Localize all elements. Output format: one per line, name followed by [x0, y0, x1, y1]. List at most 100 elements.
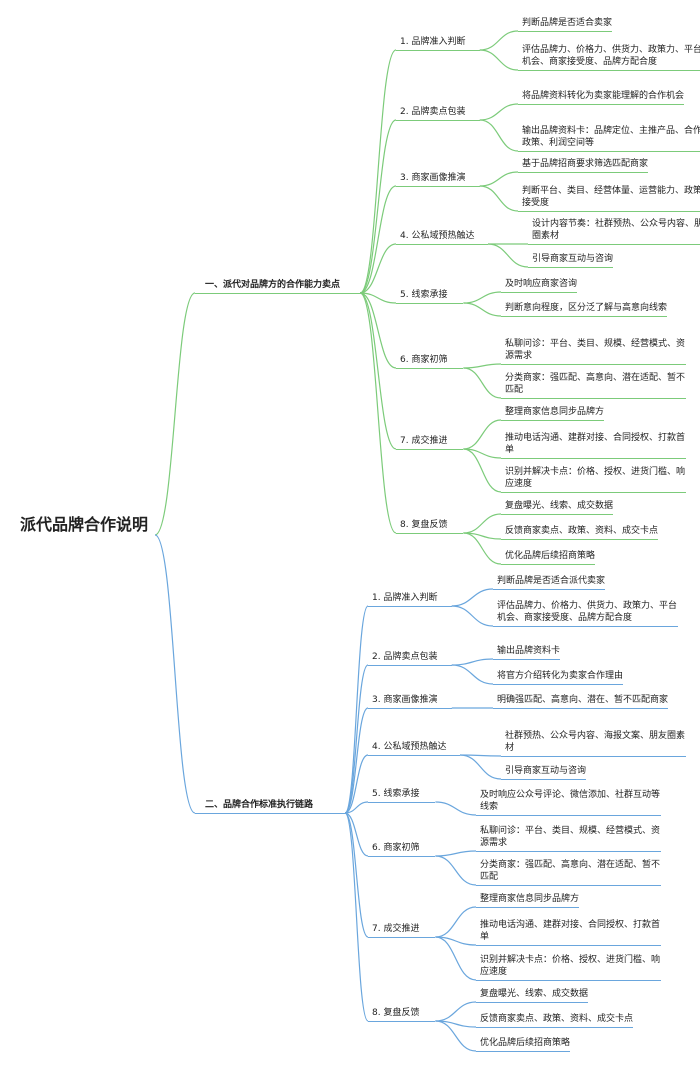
step-2-6-item-2[interactable]: 分类商家：强匹配、高意向、潜在适配、暂不匹配 — [480, 860, 661, 882]
step-2-2-item-2-link — [451, 664, 494, 685]
step-1-8-item-1[interactable]: 复盘曝光、线索、成交数据 — [505, 501, 614, 511]
step-2-3-item-1-underline — [493, 708, 668, 709]
step-2-2-item-1[interactable]: 输出品牌资料卡 — [497, 646, 561, 656]
step-1-4-item-2-underline — [528, 267, 613, 268]
step-2-7-item-2[interactable]: 推动电话沟通、建群对接、合同授权、打款首单 — [480, 920, 661, 942]
step-2-1[interactable]: 1. 品牌准入判断 — [372, 593, 438, 603]
step-1-6-item-2-underline — [501, 398, 686, 399]
step-1-5-item-2[interactable]: 判断意向程度，区分泛了解与高意向线索 — [505, 303, 668, 313]
step-1-8-item-3[interactable]: 优化品牌后续招商策略 — [505, 551, 596, 561]
step-1-3-item-1[interactable]: 基于品牌招商要求筛选匹配商家 — [522, 159, 649, 169]
step-1-6-link — [359, 292, 397, 369]
step-1-7-item-2-underline — [501, 458, 686, 459]
step-2-8-item-3[interactable]: 优化品牌后续招商策略 — [480, 1038, 571, 1048]
step-1-5-item-1-link — [463, 291, 502, 304]
step-2-6-item-1-underline — [476, 851, 661, 852]
step-2-2-underline — [368, 665, 452, 666]
step-1-8-item-1-underline — [501, 514, 613, 515]
step-2-4[interactable]: 4. 公私域预热触达 — [372, 742, 447, 752]
step-1-6-item-1[interactable]: 私聊问诊：平台、类目、规模、经营模式、资源需求 — [505, 339, 686, 361]
step-2-7[interactable]: 7. 成交推进 — [372, 924, 420, 934]
step-1-7-link — [359, 292, 397, 450]
step-1-7-item-2[interactable]: 推动电话沟通、建群对接、合同授权、打款首单 — [505, 433, 686, 455]
step-1-6-item-2[interactable]: 分类商家：强匹配、高意向、潜在适配、暂不匹配 — [505, 373, 686, 395]
section-standard-execution-chain-underline — [195, 813, 345, 814]
step-1-3-item-2[interactable]: 判断平台、类目、经营体量、运营能力、政策接受度 — [522, 186, 700, 208]
step-2-6[interactable]: 6. 商家初筛 — [372, 843, 420, 853]
step-2-7-item-1[interactable]: 整理商家信息同步品牌方 — [480, 894, 580, 904]
step-2-5[interactable]: 5. 线索承接 — [372, 789, 420, 799]
step-2-4-item-1[interactable]: 社群预热、公众号内容、海报文案、朋友圈素材 — [505, 731, 686, 753]
step-2-3[interactable]: 3. 商家画像推演 — [372, 695, 438, 705]
step-1-1[interactable]: 1. 品牌准入判断 — [400, 37, 466, 47]
step-1-2-item-2-underline — [518, 151, 700, 152]
step-1-5-link — [359, 292, 397, 304]
step-2-4-link — [344, 754, 369, 814]
step-2-3-item-1[interactable]: 明确强匹配、高意向、潜在、暂不匹配商家 — [497, 695, 669, 705]
step-1-2-item-1[interactable]: 将品牌资料转化为卖家能理解的合作机会 — [522, 91, 685, 101]
step-2-6-item-2-link — [435, 855, 477, 886]
step-2-5-item-1[interactable]: 及时响应公众号评论、微信添加、社群互动等线索 — [480, 790, 661, 812]
step-2-1-item-1[interactable]: 判断品牌是否适合派代卖家 — [497, 576, 606, 586]
step-1-4[interactable]: 4. 公私域预热触达 — [400, 231, 475, 241]
step-1-7[interactable]: 7. 成交推进 — [400, 436, 448, 446]
root-title[interactable]: 派代品牌合作说明 — [20, 515, 149, 534]
step-2-4-item-2-link — [459, 754, 502, 780]
section-standard-execution-chain[interactable]: 二、品牌合作标准执行链路 — [205, 800, 314, 810]
step-1-4-item-1[interactable]: 设计内容节奏：社群预热、公众号内容、朋友圈素材 — [532, 219, 700, 241]
step-1-1-item-1[interactable]: 判断品牌是否适合卖家 — [522, 18, 613, 28]
step-1-4-item-2[interactable]: 引导商家互动与咨询 — [532, 254, 614, 264]
section-capability-selling-points-underline — [195, 293, 360, 294]
step-1-3-underline — [396, 186, 480, 187]
step-2-2-item-1-underline — [493, 659, 560, 660]
step-1-1-item-2-underline — [518, 70, 700, 71]
step-1-7-item-1[interactable]: 整理商家信息同步品牌方 — [505, 407, 605, 417]
step-2-8-item-2[interactable]: 反馈商家卖点、政策、资料、成交卡点 — [480, 1014, 634, 1024]
step-2-7-item-1-link — [435, 906, 477, 938]
step-1-7-item-1-link — [463, 419, 502, 450]
step-2-5-underline — [368, 802, 436, 803]
step-1-7-item-3[interactable]: 识别并解决卡点：价格、授权、进货门槛、响应速度 — [505, 467, 686, 489]
step-1-6-underline — [396, 368, 464, 369]
step-1-3-item-1-link — [479, 171, 519, 187]
step-2-8[interactable]: 8. 复盘反馈 — [372, 1008, 420, 1018]
step-1-7-item-3-link — [463, 448, 502, 493]
step-1-8[interactable]: 8. 复盘反馈 — [400, 520, 448, 530]
step-1-5[interactable]: 5. 线索承接 — [400, 290, 448, 300]
step-2-7-item-3[interactable]: 识别并解决卡点：价格、授权、进货门槛、响应速度 — [480, 955, 661, 977]
step-2-6-item-2-underline — [476, 885, 661, 886]
step-2-7-link — [344, 812, 369, 938]
step-1-8-item-2-underline — [501, 539, 658, 540]
step-2-6-link — [344, 812, 369, 857]
step-2-8-item-2-underline — [476, 1027, 633, 1028]
step-1-3[interactable]: 3. 商家画像推演 — [400, 173, 466, 183]
step-1-6[interactable]: 6. 商家初筛 — [400, 355, 448, 365]
step-1-5-item-2-link — [463, 302, 502, 317]
step-2-2-item-2[interactable]: 将官方介绍转化为卖家合作理由 — [497, 671, 624, 681]
step-2-8-item-1[interactable]: 复盘曝光、线索、成交数据 — [480, 989, 589, 999]
step-2-6-item-1-link — [435, 850, 477, 857]
step-1-2-item-2[interactable]: 输出品牌资料卡：品牌定位、主推产品、合作政策、利润空间等 — [522, 126, 700, 148]
step-2-4-underline — [368, 755, 460, 756]
step-2-2[interactable]: 2. 品牌卖点包装 — [372, 652, 438, 662]
step-1-5-item-1[interactable]: 及时响应商家咨询 — [505, 279, 578, 289]
step-2-4-item-2[interactable]: 引导商家互动与咨询 — [505, 766, 587, 776]
step-1-8-item-2[interactable]: 反馈商家卖点、政策、资料、成交卡点 — [505, 526, 659, 536]
step-2-8-item-3-link — [435, 1020, 477, 1052]
step-2-1-item-1-link — [451, 588, 494, 607]
step-1-3-item-2-underline — [518, 211, 700, 212]
step-1-3-item-2-link — [479, 185, 519, 212]
step-1-1-item-1-underline — [518, 31, 612, 32]
section-capability-selling-points[interactable]: 一、派代对品牌方的合作能力卖点 — [205, 280, 341, 290]
step-1-1-underline — [396, 50, 480, 51]
step-2-8-item-3-underline — [476, 1051, 570, 1052]
step-2-5-link — [344, 801, 369, 814]
step-2-6-underline — [368, 856, 436, 857]
step-1-1-item-2[interactable]: 评估品牌力、价格力、供货力、政策力、平台机会、商家接受度、品牌方配合度 — [522, 45, 700, 67]
step-2-6-item-1[interactable]: 私聊问诊：平台、类目、规模、经营模式、资源需求 — [480, 826, 661, 848]
step-1-7-underline — [396, 449, 464, 450]
step-2-4-item-2-underline — [501, 779, 586, 780]
step-1-2[interactable]: 2. 品牌卖点包装 — [400, 107, 466, 117]
step-2-8-item-1-underline — [476, 1002, 588, 1003]
step-2-1-item-2[interactable]: 评估品牌力、价格力、供货力、政策力、平台机会、商家接受度、品牌方配合度 — [497, 601, 678, 623]
